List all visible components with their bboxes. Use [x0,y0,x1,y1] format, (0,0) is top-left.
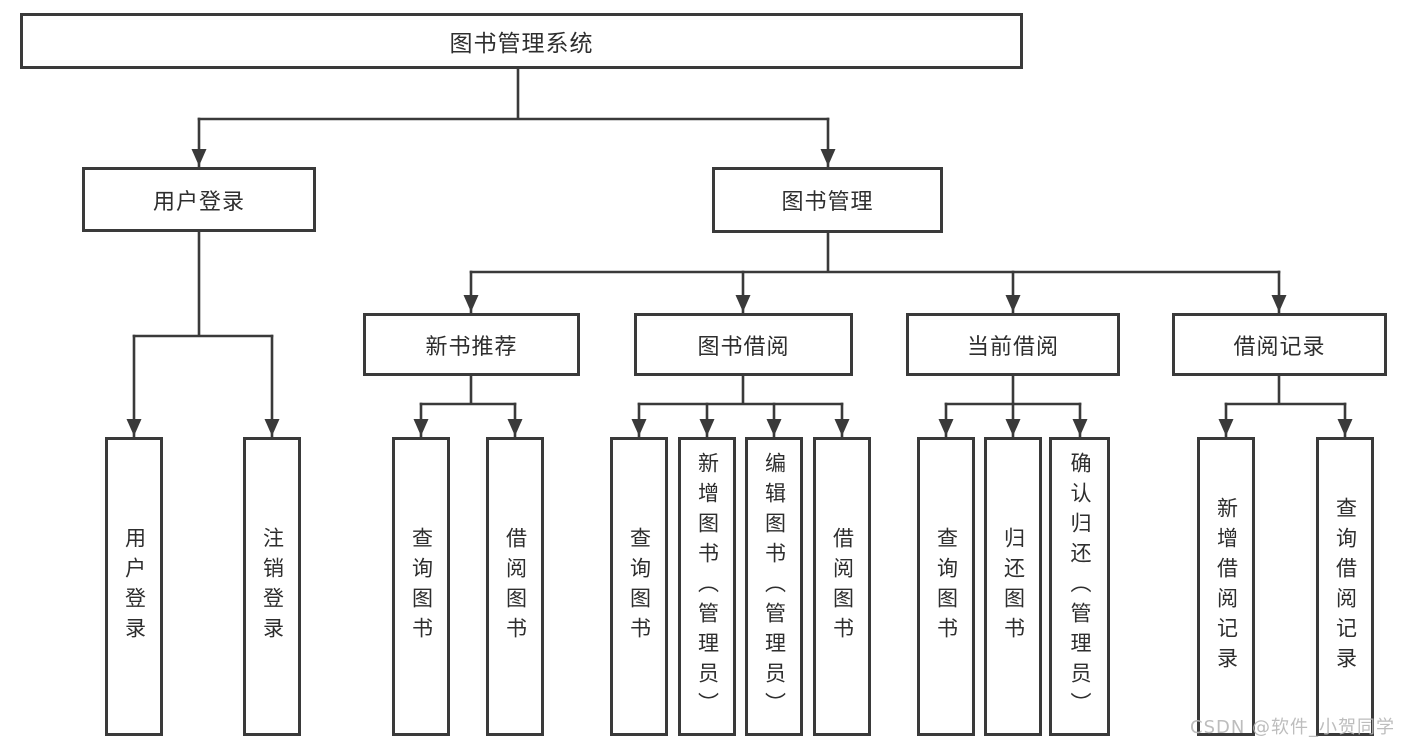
node-new-book-recommend: 新书推荐 [363,313,580,376]
leaf-recommend-query-books-label: 查询图书 [409,526,434,647]
connector-borrow-record-group [1224,374,1347,406]
leaf-borrow-add-books-admin: 新增图书（管理员） [678,437,736,736]
leaf-borrow-edit-books-admin-label: 编辑图书（管理员） [762,451,787,722]
node-book-management-label: 图书管理 [781,190,874,215]
leaf-recommend-borrow-books-label: 借阅图书 [503,526,528,647]
leaf-logout-label: 注销登录 [260,526,285,647]
connector-user-login-group [132,230,274,338]
leaf-current-query-books: 查询图书 [917,437,975,736]
node-current-borrow: 当前借阅 [906,313,1120,376]
leaf-borrow-query-books-label: 查询图书 [627,526,652,647]
leaf-records-query-record: 查询借阅记录 [1316,437,1374,736]
connector-current-borrow-group [944,374,1082,406]
leaf-current-return-books: 归还图书 [984,437,1042,736]
connector-new-rec-group [419,374,517,406]
leaf-records-add-record: 新增借阅记录 [1197,437,1255,736]
node-borrow-records-label: 借阅记录 [1233,334,1326,360]
csdn-watermark: CSDN @软件_小贺同学 [1190,717,1396,738]
leaf-borrow-borrow-books-label: 借阅图书 [830,526,855,647]
node-new-book-recommend-label: 新书推荐 [425,334,518,360]
leaf-records-query-record-label: 查询借阅记录 [1333,496,1358,677]
node-book-borrow: 图书借阅 [634,313,853,376]
connector-book-borrow-group [637,374,844,406]
leaf-current-query-books-label: 查询图书 [934,526,959,647]
node-borrow-records: 借阅记录 [1172,313,1387,376]
leaf-current-confirm-return-admin-label: 确认归还（管理员） [1068,451,1092,722]
leaf-borrow-borrow-books: 借阅图书 [813,437,871,736]
leaf-recommend-borrow-books: 借阅图书 [486,437,544,736]
node-current-borrow-label: 当前借阅 [966,334,1059,360]
leaf-current-confirm-return-admin: 确认归还（管理员） [1049,437,1110,736]
leaf-current-return-books-label: 归还图书 [1001,526,1026,647]
leaf-borrow-edit-books-admin: 编辑图书（管理员） [745,437,803,736]
node-library-system-label: 图书管理系统 [449,31,594,57]
leaf-records-add-record-label: 新增借阅记录 [1214,496,1239,677]
node-book-management: 图书管理 [712,167,943,233]
node-library-system: 图书管理系统 [20,13,1023,69]
leaf-borrow-add-books-admin-label: 新增图书（管理员） [695,451,720,722]
node-user-login: 用户登录 [82,167,316,232]
leaf-borrow-query-books: 查询图书 [610,437,668,736]
connector-root [197,67,830,121]
connector-book-mgmt-group [469,231,1281,274]
leaf-logout: 注销登录 [243,437,301,736]
leaf-user-login: 用户登录 [105,437,163,736]
node-user-login-label: 用户登录 [152,189,245,215]
node-book-borrow-label: 图书借阅 [697,334,790,360]
leaf-user-login-label: 用户登录 [122,526,147,647]
leaf-recommend-query-books: 查询图书 [392,437,450,736]
